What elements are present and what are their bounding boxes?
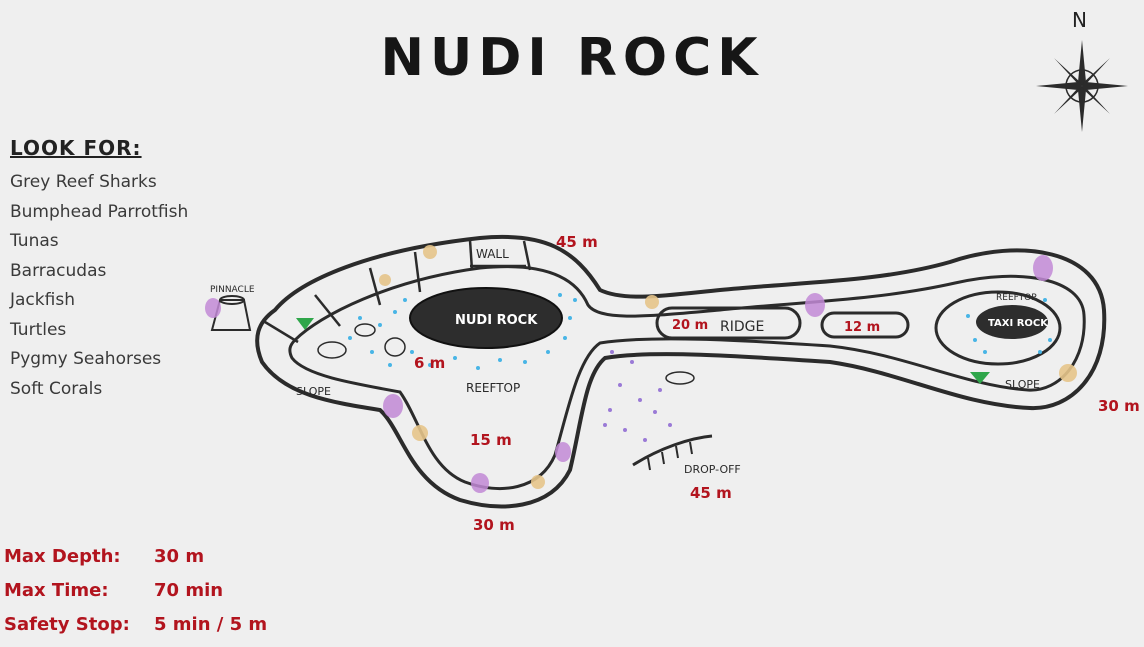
stat-safety-stop: Safety Stop: 5 min / 5 m: [4, 608, 267, 642]
depth-label-ridge-right: 12 m: [844, 320, 880, 335]
depth-label-wall: 45 m: [556, 233, 598, 251]
stat-value: 70 min: [154, 580, 224, 601]
stat-max-time: Max Time: 70 min: [4, 574, 267, 608]
look-for-legend: LOOK FOR: Grey Reef Sharks Bumphead Parr…: [10, 136, 188, 404]
depth-label-east: 30 m: [1098, 397, 1140, 415]
dive-stats: Max Depth: 30 m Max Time: 70 min Safety St…: [4, 540, 267, 642]
legend-item: Grey Reef Sharks: [10, 172, 157, 192]
depth-label-dropoff: 45 m: [690, 484, 732, 502]
area-label-nudi-rock: NUDI ROCK: [455, 313, 538, 328]
dropoff-dots: [603, 350, 672, 442]
taxi-rock-shape: [976, 305, 1048, 339]
water-dots: [348, 293, 1052, 370]
stat-value: 5 min / 5 m: [154, 614, 268, 635]
depth-label-lagoon: 15 m: [470, 431, 512, 449]
stat-label: Max Time:: [4, 580, 109, 601]
stat-label: Max Depth:: [4, 546, 121, 567]
area-label-slope: SLOPE: [296, 385, 331, 398]
map-title: NUDI ROCK: [380, 28, 764, 88]
ridge-segment: [655, 306, 802, 340]
area-label-reeftop: REEFTOP: [466, 381, 520, 395]
depth-label-ridge-left: 20 m: [672, 318, 708, 333]
legend-item: Pygmy Seahorses: [10, 349, 162, 369]
depth-label-bottom: 30 m: [473, 516, 515, 534]
green-coral-icons: [296, 318, 990, 384]
compass-rose-icon: [1036, 40, 1128, 132]
area-label-pinnacle: PINNACLE: [210, 285, 255, 295]
area-label-taxi-rock: TAXI ROCK: [988, 318, 1049, 329]
dropoff-edge: [632, 434, 713, 467]
area-label-dropoff: DROP-OFF: [684, 463, 741, 476]
area-label-reeftop-right: REEFTOP: [996, 293, 1037, 303]
legend-item: Barracudas: [10, 260, 107, 281]
area-label-ridge: RIDGE: [720, 319, 764, 335]
compass-north-label: N: [1072, 8, 1087, 32]
legend-item: Tunas: [10, 231, 59, 251]
depth-label-reeftop: 6 m: [414, 354, 445, 372]
rock-icons: [317, 323, 695, 385]
legend-item: Turtles: [10, 319, 67, 340]
legend-item: Bumphead Parrotfish: [10, 201, 189, 222]
dropoff-ticks: [647, 441, 693, 471]
area-label-wall: WALL: [476, 247, 509, 261]
legend-item: Jackfish: [10, 290, 75, 310]
nudi-rock-shape: [409, 287, 563, 349]
stat-value: 30 m: [154, 546, 205, 567]
fan-coral-icons: [205, 255, 1053, 493]
reef-outer-outline: [255, 234, 1107, 509]
ridge-segment: [820, 311, 910, 339]
soft-coral-icons: [379, 245, 1077, 489]
wall-hatch-lines: [264, 239, 532, 344]
reeftop-outline: [934, 290, 1062, 366]
area-label-slope-right: SLOPE: [1005, 378, 1040, 391]
legend-item: Soft Corals: [10, 378, 103, 399]
stat-label: Safety Stop:: [4, 614, 130, 635]
stat-max-depth: Max Depth: 30 m: [4, 540, 267, 574]
legend-heading: LOOK FOR:: [10, 136, 142, 160]
reef-inner-outline: [288, 265, 1086, 490]
